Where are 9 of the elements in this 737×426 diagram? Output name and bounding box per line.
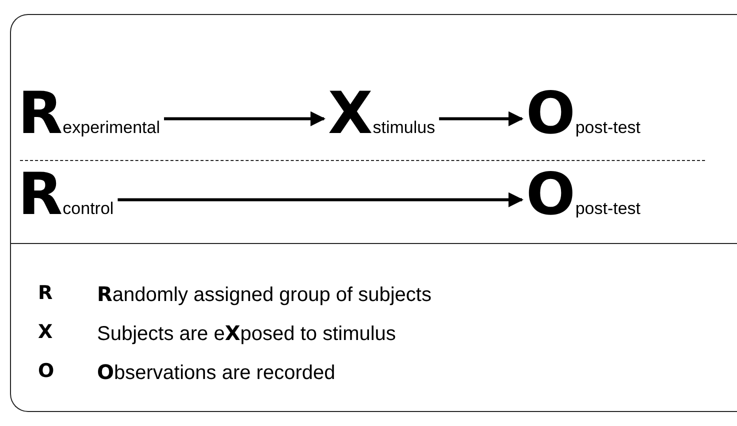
key-description: Randomly assigned group of subjects bbox=[97, 282, 432, 307]
key-description: Observations are recorded bbox=[97, 360, 336, 385]
arrow bbox=[439, 111, 524, 126]
key-letter: X bbox=[38, 321, 53, 343]
key-description: Subjects are eXposed to stimulus bbox=[97, 321, 396, 346]
key-letter: O bbox=[38, 360, 54, 382]
arrow bbox=[118, 192, 524, 208]
key-letter: R bbox=[38, 282, 53, 304]
arrow bbox=[164, 111, 326, 126]
